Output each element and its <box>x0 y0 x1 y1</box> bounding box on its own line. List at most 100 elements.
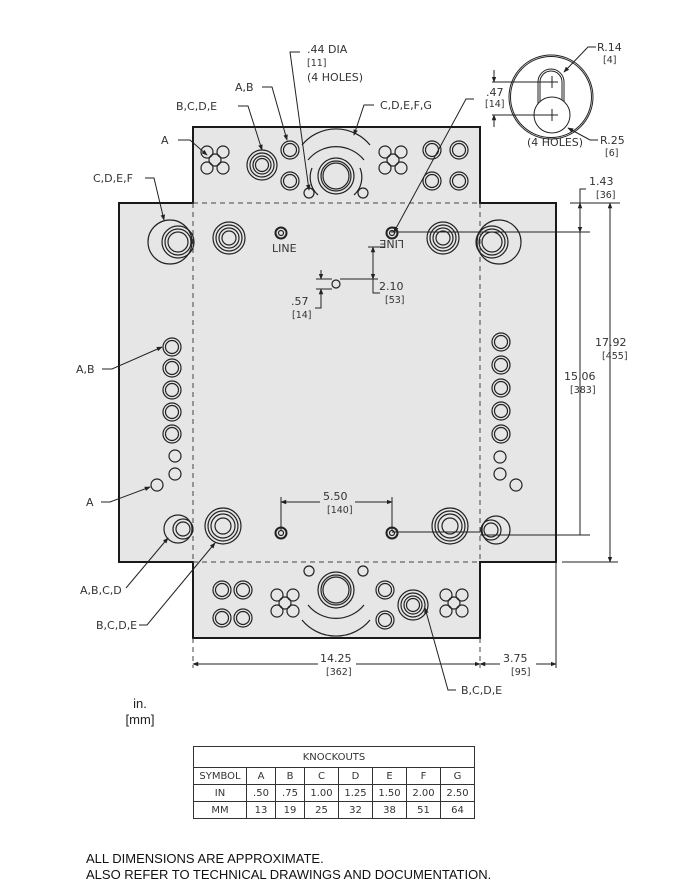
table-header-cell: B <box>275 767 305 785</box>
keyhole-r-small: R.14 <box>597 41 622 54</box>
knockout-ab <box>493 380 509 396</box>
mounting-hole <box>357 565 369 577</box>
knockout-ab <box>162 358 182 378</box>
mounting-hole <box>357 187 369 199</box>
knockout-ab <box>491 378 511 398</box>
table-cell: MM <box>193 801 247 819</box>
knockout-abcd <box>483 522 499 538</box>
knockout-a <box>455 604 469 618</box>
knockout-abcd <box>172 518 194 540</box>
callout-cdefg-top: C,D,E,F,G <box>380 99 432 112</box>
table-header-cell: A <box>246 767 276 785</box>
knockout-bcde <box>397 589 429 621</box>
callout-bcde-top: B,C,D,E <box>176 100 217 113</box>
knockout-a <box>168 467 182 481</box>
knockout-ab <box>214 610 230 626</box>
knockout-a <box>378 145 392 159</box>
keyhole-spacing-mm: [14] <box>485 99 505 110</box>
knockout-a <box>439 604 453 618</box>
knockout-a <box>378 161 392 175</box>
knockout-ab <box>422 171 442 191</box>
knockout-ab <box>280 171 300 191</box>
knockout-a <box>286 604 300 618</box>
knockout-a <box>394 161 408 175</box>
knockout-ab <box>164 360 180 376</box>
knockout-ab <box>164 426 180 442</box>
knockout-a <box>208 153 222 167</box>
knockout-ab <box>451 173 467 189</box>
line-label-right: LINE <box>379 237 404 250</box>
knockout-cdef <box>164 228 192 256</box>
knockout-ab <box>233 608 253 628</box>
knockout-abcd <box>175 521 191 537</box>
knockout-ab <box>377 582 393 598</box>
dimension-lines <box>192 188 620 668</box>
table-cell: 38 <box>372 801 407 819</box>
dim-slot-offset-mm: [14] <box>292 310 312 321</box>
knockout-ab <box>164 339 180 355</box>
table-cell: 19 <box>275 801 305 819</box>
knockout-bcde <box>214 517 232 535</box>
keyhole-r-large: R.25 <box>600 134 625 147</box>
knockout-ab <box>493 403 509 419</box>
dim-line-to-slot-mm: [53] <box>385 295 405 306</box>
hole-dia-label: .44 DIA <box>307 43 348 56</box>
knockout-bcde <box>212 221 246 255</box>
table-cell: 51 <box>406 801 441 819</box>
table-cell: 64 <box>440 801 475 819</box>
knockout-a <box>386 153 400 167</box>
table-cell: 32 <box>338 801 373 819</box>
knockout-ab <box>422 140 442 160</box>
knockout-cdef <box>147 219 193 265</box>
table-cell: IN <box>193 784 247 802</box>
dim-top-offset: 1.43 <box>589 175 614 188</box>
knockout-ab <box>491 401 511 421</box>
knockout-bcde <box>437 513 463 539</box>
knockout-ab <box>235 582 251 598</box>
table-header-cell: E <box>372 767 407 785</box>
dim-body-width: 14.25 <box>320 652 352 665</box>
dim-mount-width-mm: [140] <box>327 505 353 516</box>
knockout-cdef <box>476 219 522 265</box>
table-row: IN .50 .75 1.00 1.25 1.50 2.00 2.50 <box>193 784 475 802</box>
knockout-cdefg <box>320 574 352 606</box>
table-cell: .75 <box>275 784 305 802</box>
knockout-ab <box>493 426 509 442</box>
table-cell: 1.00 <box>304 784 339 802</box>
dim-overall-height: 17.92 <box>595 336 627 349</box>
knockout-ab <box>449 171 469 191</box>
knockout-ab <box>235 610 251 626</box>
table-cell: 25 <box>304 801 339 819</box>
knockout-ab <box>375 610 395 630</box>
mounting-keyhole <box>388 229 396 237</box>
table-cell: 2.00 <box>406 784 441 802</box>
dim-slot-offset: .57 <box>291 295 309 308</box>
knockout-a <box>447 596 461 610</box>
table-header-cell: C <box>304 767 339 785</box>
table-cell: 13 <box>246 801 276 819</box>
knockout-bcde <box>249 152 275 178</box>
knockout-a <box>168 449 182 463</box>
knockout-bcde <box>210 513 236 539</box>
knockout-a <box>216 161 230 175</box>
knockout-a <box>216 145 230 159</box>
units-mm: [mm] <box>125 712 155 727</box>
knockout-cdefg <box>317 571 355 609</box>
table-header-cell: G <box>440 767 475 785</box>
table-header-cell: F <box>406 767 441 785</box>
knockout-a <box>200 145 214 159</box>
knockout-a <box>270 604 284 618</box>
knockout-abcd <box>481 515 511 545</box>
table-row: MM 13 19 25 32 38 51 64 <box>193 801 475 819</box>
knockout-cdefg <box>317 157 355 195</box>
mounting-keyhole <box>388 529 396 537</box>
dim-mount-width: 5.50 <box>323 490 348 503</box>
mounting-keyhole <box>274 226 288 240</box>
keyhole-count: (4 HOLES) <box>527 136 583 149</box>
knockout-bcde <box>432 227 454 249</box>
knockout-a <box>278 596 292 610</box>
mounting-keyhole <box>277 529 285 537</box>
knockout-ab <box>491 424 511 444</box>
keyhole-r-small-mm: [4] <box>603 55 616 66</box>
